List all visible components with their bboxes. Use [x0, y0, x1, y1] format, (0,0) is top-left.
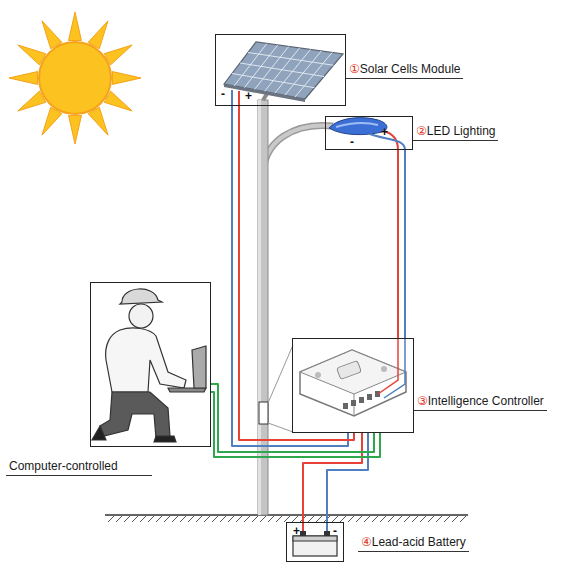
polarity-mark: - — [221, 88, 225, 100]
sun-ray — [69, 115, 82, 144]
ground-hatch — [244, 516, 250, 522]
ground-hatch — [348, 516, 354, 522]
controller — [300, 338, 406, 416]
ground-hatch — [196, 516, 202, 522]
ground-hatch — [260, 516, 266, 522]
ground-hatch — [172, 516, 178, 522]
wire-connector — [232, 106, 354, 446]
wire — [211, 392, 380, 457]
sun-ray — [18, 91, 46, 111]
polarity-mark: + — [245, 90, 252, 102]
wire — [327, 433, 368, 522]
cell-line — [240, 63, 324, 77]
ground-hatch — [388, 516, 394, 522]
computer-frame: Computer-controlled — [90, 282, 211, 447]
part-label: ④Lead-acid Battery — [358, 535, 469, 552]
sun-ray — [42, 107, 62, 135]
sun-ray — [18, 45, 46, 65]
controller-frame: ③Intelligence Controller — [292, 338, 414, 433]
part-label: ①Solar Cells Module — [346, 62, 463, 79]
sun-ray — [104, 45, 132, 65]
sun-ray — [42, 21, 62, 49]
ground-hatch — [180, 516, 186, 522]
polarity-mark: + — [293, 525, 300, 537]
polarity-mark: + — [381, 126, 388, 138]
solar-panel — [224, 42, 343, 106]
ground-hatch — [412, 516, 418, 522]
sun-ray — [88, 21, 108, 49]
polarity-mark: - — [350, 136, 354, 148]
ground-hatch — [252, 516, 258, 522]
ground-hatch — [356, 516, 362, 522]
wire — [239, 106, 354, 440]
wire-connector — [303, 433, 368, 522]
ground-hatch — [228, 516, 234, 522]
part-label: Computer-controlled — [6, 459, 152, 476]
ground-hatch — [236, 516, 242, 522]
sun-ray — [9, 72, 38, 85]
part-label: ③Intelligence Controller — [414, 394, 547, 411]
ground-hatch — [364, 516, 370, 522]
wire — [404, 150, 406, 338]
ground-hatch — [116, 516, 122, 522]
wire-connector — [398, 150, 405, 338]
ground-hatch — [444, 516, 450, 522]
sun — [9, 12, 141, 144]
wire — [232, 106, 348, 446]
ground-hatch — [460, 516, 466, 522]
ground — [105, 515, 468, 522]
part-label: ②LED Lighting — [413, 124, 498, 141]
ground-hatch — [108, 516, 114, 522]
battery — [293, 522, 337, 556]
wire-connector — [211, 384, 380, 457]
ground-hatch — [220, 516, 226, 522]
wire — [303, 433, 362, 522]
led-lighting-frame: ②LED Lighting — [325, 116, 413, 150]
wire — [397, 150, 399, 338]
solar-module-frame: ①Solar Cells Module — [215, 34, 346, 106]
ground-hatch — [124, 516, 130, 522]
ground-hatch — [156, 516, 162, 522]
cell-line — [248, 53, 334, 66]
sun-ray — [112, 72, 141, 85]
ground-hatch — [148, 516, 154, 522]
ground-hatch — [132, 516, 138, 522]
ground-hatch — [372, 516, 378, 522]
ground-hatch — [188, 516, 194, 522]
cell-line — [232, 74, 315, 88]
led-lamp — [329, 118, 405, 150]
ground-hatch — [268, 516, 274, 522]
ground-hatch — [404, 516, 410, 522]
sun-ray — [104, 91, 132, 111]
ground-hatch — [380, 516, 386, 522]
ground-hatch — [396, 516, 402, 522]
ground-hatch — [428, 516, 434, 522]
ground-hatch — [140, 516, 146, 522]
ground-hatch — [436, 516, 442, 522]
ground-hatch — [420, 516, 426, 522]
ground-hatch — [452, 516, 458, 522]
sun-ray — [88, 107, 108, 135]
ground-hatch — [204, 516, 210, 522]
ground-hatch — [164, 516, 170, 522]
ground-hatch — [276, 516, 282, 522]
polarity-mark: - — [333, 525, 337, 537]
sun-ray — [69, 12, 82, 41]
worker — [92, 289, 206, 442]
ground-hatch — [212, 516, 218, 522]
